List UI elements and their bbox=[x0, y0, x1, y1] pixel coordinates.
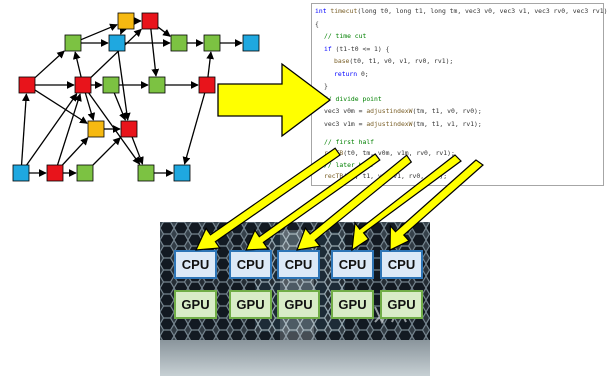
graph-node-green bbox=[137, 164, 155, 182]
graph-node-green bbox=[102, 76, 120, 94]
code-line: recTB(tm, t1, v0, v1, rv0, rv1); bbox=[324, 172, 448, 180]
graph-edge bbox=[34, 50, 65, 79]
cpu-unit-1: CPU bbox=[174, 250, 217, 279]
cpu-unit-2: CPU bbox=[229, 250, 272, 279]
graph-node-orange bbox=[87, 120, 105, 138]
graph-edge bbox=[206, 51, 214, 78]
graph-node-blue bbox=[108, 34, 126, 52]
code-line: base(t0, t1, v0, v1, rv0, rv1); bbox=[334, 57, 454, 65]
graph-edge bbox=[84, 92, 96, 121]
graph-node-red bbox=[141, 12, 159, 30]
code-line: ... bbox=[324, 184, 336, 192]
graph-edge bbox=[92, 137, 121, 166]
graph-nodes bbox=[12, 12, 260, 182]
code-line: // time cut bbox=[324, 32, 367, 40]
graph-edge bbox=[34, 89, 88, 124]
code-line: { bbox=[315, 20, 319, 28]
graph-edge bbox=[20, 93, 30, 166]
graph-node-red bbox=[198, 76, 216, 94]
graph-edges bbox=[20, 17, 243, 177]
code-line: // first half bbox=[324, 138, 375, 146]
code-line: if (t1-t0 <= 1) { bbox=[324, 45, 390, 53]
gpu-unit-4: GPU bbox=[331, 290, 374, 319]
graph-node-green bbox=[76, 164, 94, 182]
graph-edge bbox=[182, 92, 206, 165]
graph-edge bbox=[117, 50, 131, 121]
graph-node-orange bbox=[117, 12, 135, 30]
graph-edge bbox=[88, 92, 141, 165]
graph-edge bbox=[26, 93, 78, 166]
code-line: int timecut(long t0, long t1, long tm, v… bbox=[315, 7, 608, 15]
code-line: vec3 v1m = adjustindexW(tm, t1, v1, rv1)… bbox=[324, 120, 482, 128]
graph-node-blue bbox=[12, 164, 30, 182]
gpu-unit-3: GPU bbox=[277, 290, 320, 319]
code-line: vec3 v0m = adjustindexW(tm, t1, v0, rv0)… bbox=[324, 107, 482, 115]
code-line: recTB(t0, tm, v0m, v1m, rv0, rv1); bbox=[324, 149, 455, 157]
gpu-unit-1: GPU bbox=[174, 290, 217, 319]
code-line: } bbox=[324, 82, 328, 90]
code-line: return 0; bbox=[334, 70, 369, 78]
graph-edge bbox=[72, 51, 82, 78]
graph-node-green bbox=[64, 34, 82, 52]
task-dependency-graph bbox=[12, 12, 260, 182]
code-panel: int timecut(long t0, long t1, long tm, v… bbox=[311, 3, 608, 192]
gpu-unit-5: GPU bbox=[380, 290, 423, 319]
graph-edge bbox=[157, 26, 171, 37]
cpu-unit-3: CPU bbox=[277, 250, 320, 279]
graph-edge bbox=[150, 28, 160, 77]
graph-node-red bbox=[18, 76, 36, 94]
graph-node-blue bbox=[242, 34, 260, 52]
gpu-unit-2: GPU bbox=[229, 290, 272, 319]
graph-edge bbox=[131, 136, 144, 165]
graph-node-green bbox=[203, 34, 221, 52]
graph-edge bbox=[61, 137, 89, 166]
cpu-unit-4: CPU bbox=[331, 250, 374, 279]
code-line: // later half bbox=[324, 161, 375, 169]
graph-edge bbox=[56, 93, 82, 166]
graph-node-blue bbox=[173, 164, 191, 182]
graph-edge bbox=[113, 92, 127, 121]
graph-node-red bbox=[46, 164, 64, 182]
code-line: // divide point bbox=[324, 95, 382, 103]
graph-edge bbox=[119, 26, 127, 35]
graph-edge bbox=[90, 28, 142, 78]
graph-node-green bbox=[170, 34, 188, 52]
graph-node-green bbox=[148, 76, 166, 94]
graph-node-red bbox=[120, 120, 138, 138]
graph-node-red bbox=[74, 76, 92, 94]
cpu-unit-5: CPU bbox=[380, 250, 423, 279]
graph-edge bbox=[80, 23, 118, 41]
